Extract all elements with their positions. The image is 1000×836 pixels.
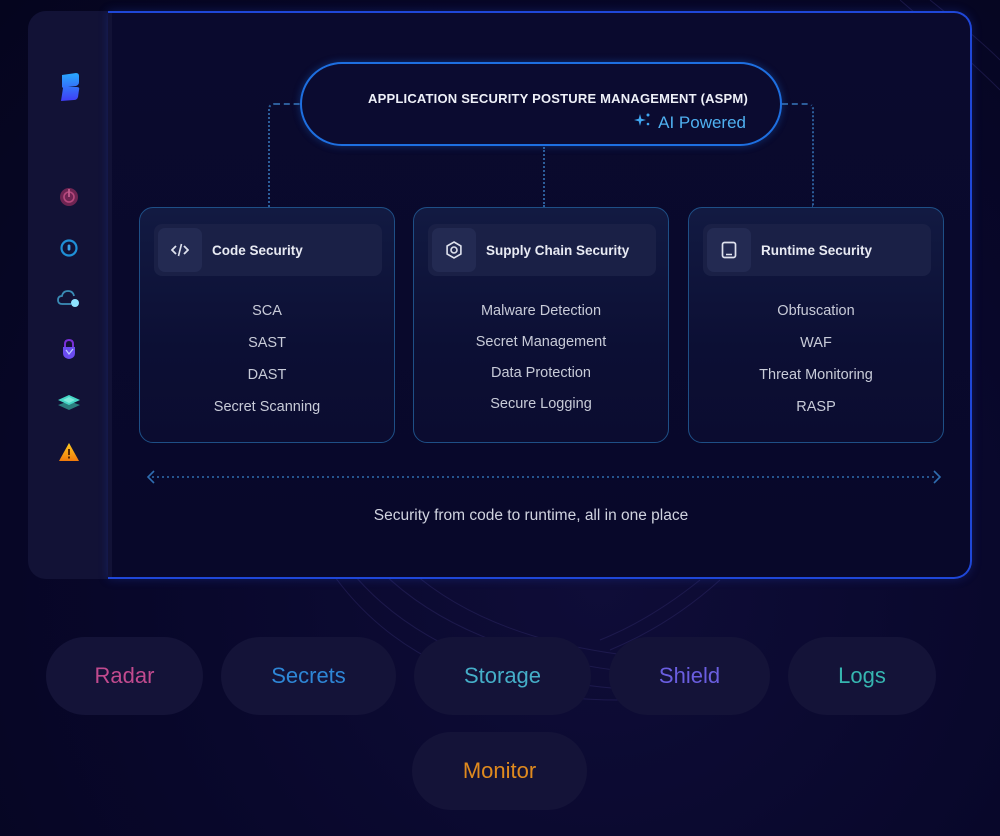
card-items: Malware Detection Secret Management Data… bbox=[414, 300, 668, 424]
brand-logo-icon[interactable] bbox=[57, 71, 83, 103]
aspm-header: APPLICATION SECURITY POSTURE MANAGEMENT … bbox=[300, 62, 782, 146]
card-runtime-security[interactable]: Runtime Security Obfuscation WAF Threat … bbox=[688, 207, 944, 443]
connector-center bbox=[543, 147, 545, 207]
card-item: Secret Scanning bbox=[213, 399, 321, 415]
sidebar bbox=[28, 11, 112, 579]
pill-storage[interactable]: Storage bbox=[414, 637, 591, 715]
card-item: DAST bbox=[247, 367, 287, 383]
aspm-title: APPLICATION SECURITY POSTURE MANAGEMENT … bbox=[368, 91, 748, 106]
card-header: Runtime Security bbox=[703, 224, 931, 276]
pill-label: Monitor bbox=[462, 758, 537, 783]
pill-monitor[interactable]: Monitor bbox=[412, 732, 587, 810]
pill-secrets[interactable]: Secrets bbox=[221, 637, 396, 715]
card-item: Malware Detection bbox=[480, 303, 602, 319]
card-item: Obfuscation bbox=[777, 303, 855, 319]
tagline-text: Security from code to runtime, all in on… bbox=[373, 507, 689, 524]
lock-shield-icon[interactable] bbox=[57, 337, 81, 361]
device-icon bbox=[707, 228, 751, 272]
pill-label: Shield bbox=[658, 663, 721, 688]
connector-left bbox=[268, 103, 300, 207]
pill-label: Secrets bbox=[271, 663, 346, 688]
card-header: Supply Chain Security bbox=[428, 224, 656, 276]
card-item: SCA bbox=[252, 303, 282, 319]
ai-powered-label: AI Powered bbox=[658, 112, 746, 132]
card-items: SCA SAST DAST Secret Scanning bbox=[140, 300, 394, 428]
card-title: Code Security bbox=[212, 242, 303, 258]
gear-icon bbox=[432, 228, 476, 272]
secrets-icon[interactable] bbox=[57, 236, 81, 260]
card-item: Secret Management bbox=[475, 334, 607, 350]
pill-radar[interactable]: Radar bbox=[46, 637, 203, 715]
pill-shield[interactable]: Shield bbox=[609, 637, 770, 715]
card-code-security[interactable]: Code Security SCA SAST DAST Secret Scann… bbox=[139, 207, 395, 443]
code-to-runtime-arrow bbox=[146, 470, 942, 484]
pill-label: Storage bbox=[463, 663, 542, 688]
radar-icon[interactable] bbox=[57, 185, 81, 209]
warning-icon[interactable] bbox=[57, 440, 81, 464]
card-title: Runtime Security bbox=[761, 242, 873, 258]
card-item: Secure Logging bbox=[490, 396, 592, 412]
card-item: Data Protection bbox=[491, 365, 591, 381]
sparkle-icon bbox=[634, 112, 652, 133]
card-item: SAST bbox=[248, 335, 286, 351]
card-item: WAF bbox=[800, 335, 832, 351]
card-header: Code Security bbox=[154, 224, 382, 276]
connector-right bbox=[782, 103, 814, 207]
card-title: Supply Chain Security bbox=[486, 242, 630, 258]
card-supply-chain-security[interactable]: Supply Chain Security Malware Detection … bbox=[413, 207, 669, 443]
card-items: Obfuscation WAF Threat Monitoring RASP bbox=[689, 300, 943, 428]
pill-label: Radar bbox=[94, 663, 155, 688]
ai-powered-badge: AI Powered bbox=[634, 112, 746, 133]
layers-icon[interactable] bbox=[57, 389, 81, 413]
cloud-storage-icon[interactable] bbox=[57, 287, 81, 311]
card-item: RASP bbox=[796, 399, 836, 415]
tagline: Security from code to runtime, all in on… bbox=[0, 507, 1000, 525]
pill-logs[interactable]: Logs bbox=[788, 637, 936, 715]
code-icon bbox=[158, 228, 202, 272]
pill-label: Logs bbox=[838, 663, 886, 688]
card-item: Threat Monitoring bbox=[759, 367, 873, 383]
